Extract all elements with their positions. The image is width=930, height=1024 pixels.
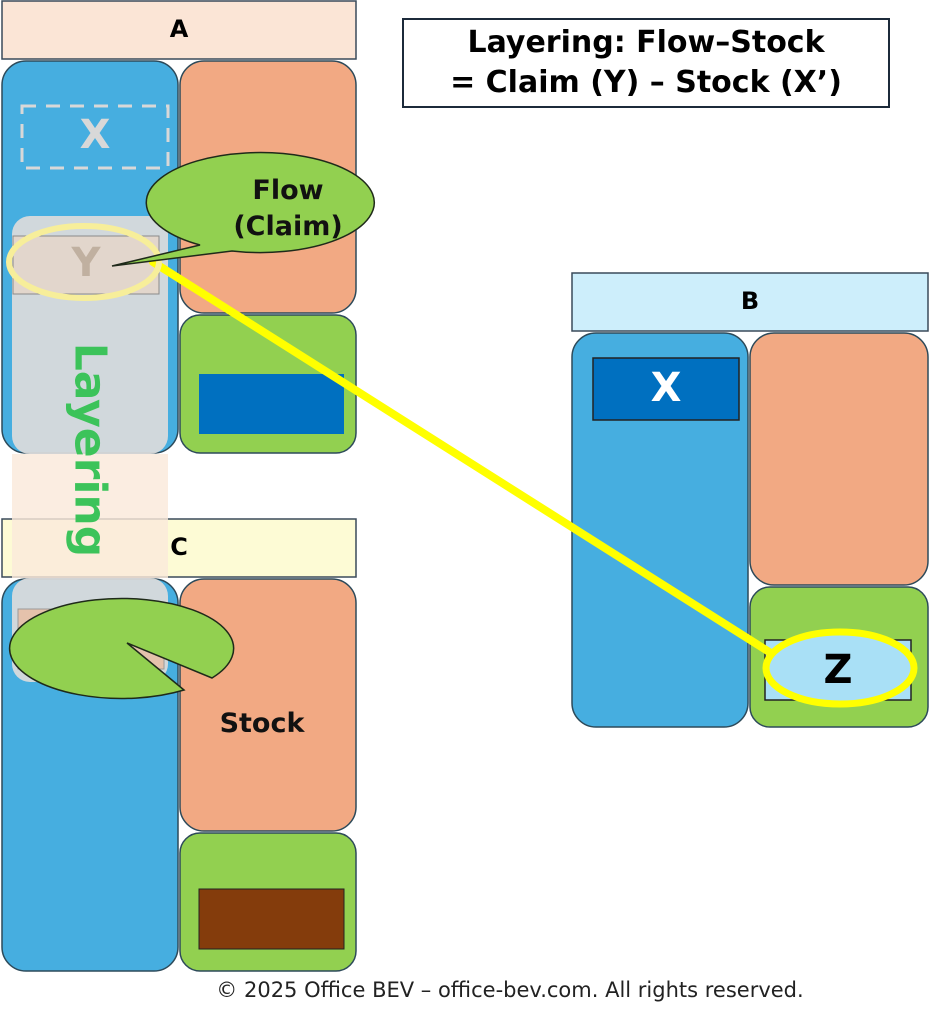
entity-a-box-x — [20, 104, 170, 170]
title-line1: Layering: Flow–Stock — [467, 25, 825, 60]
callout-flow: Flow (Claim) — [111, 151, 375, 267]
entity-a-label: A — [170, 15, 189, 43]
claim-link: Z — [6, 223, 918, 708]
callout-flow-line1: Flow — [252, 175, 323, 206]
entity-a-header — [1, 0, 357, 60]
entity-a-box-y — [12, 235, 160, 295]
entity-b: B X — [571, 272, 929, 728]
entity-b-header — [571, 272, 929, 332]
title-line2: = Claim (Y) – Stock (X’) — [450, 65, 842, 100]
claim-link-line — [149, 258, 789, 666]
layering-label: Layering — [65, 343, 116, 558]
claim-highlight-y — [6, 223, 162, 301]
entity-b-box-x — [592, 357, 740, 421]
layering-band-middle — [12, 454, 168, 578]
callout-stock: Stock — [8, 597, 306, 739]
entity-b-box-x-label: X — [651, 365, 682, 411]
entity-b-label: B — [741, 287, 759, 315]
entity-b-box-z-label: Z — [823, 647, 852, 693]
callout-stock-label: Stock — [220, 708, 306, 739]
entity-a-box-x-label: X — [80, 112, 111, 158]
callout-stock-bubble — [8, 597, 235, 700]
entity-c-equity-block — [198, 888, 345, 950]
entity-a-box-y-label: Y — [71, 240, 102, 286]
copyright-notice: © 2025 Office BEV – office-bev.com. All … — [216, 978, 804, 1002]
entity-b-liabilities — [749, 332, 929, 586]
callout-flow-line2: (Claim) — [233, 211, 342, 242]
title-box: Layering: Flow–Stock = Claim (Y) – Stock… — [402, 18, 890, 108]
claim-highlight-z — [762, 628, 918, 708]
entity-c-label: C — [170, 533, 188, 561]
entity-a-equity-block — [199, 374, 344, 434]
title-frame — [402, 18, 890, 108]
callout-flow-bubble — [111, 151, 375, 267]
